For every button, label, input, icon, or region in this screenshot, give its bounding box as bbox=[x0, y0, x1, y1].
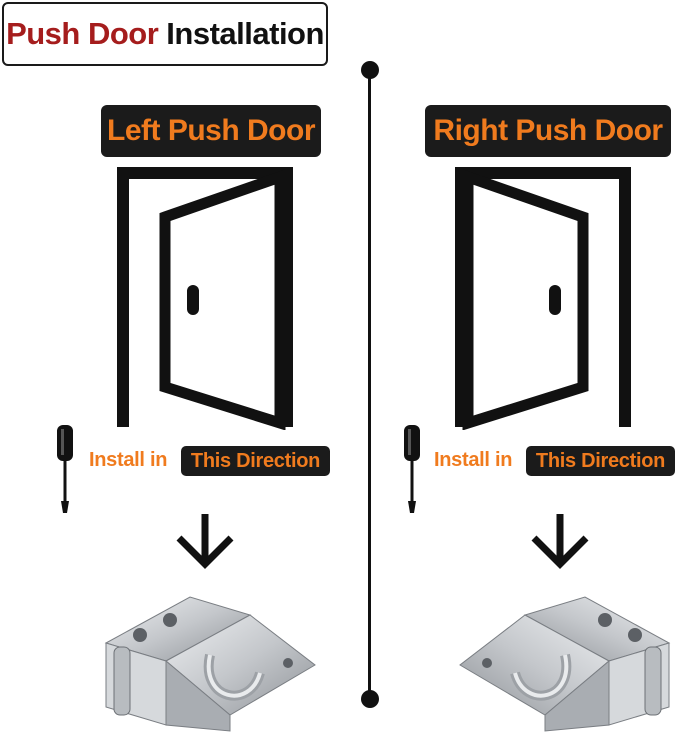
right-hasp-latch-image bbox=[459, 596, 671, 732]
right-screwdriver-icon bbox=[404, 425, 420, 513]
left-screwdriver-icon bbox=[57, 425, 73, 513]
left-install-direction-tag: This Direction bbox=[181, 446, 330, 476]
left-hasp-latch-image bbox=[104, 596, 316, 732]
divider-top-dot bbox=[361, 61, 379, 79]
right-door-icon bbox=[455, 167, 631, 430]
right-down-arrow-icon bbox=[531, 514, 589, 569]
page-title: Push Door Installation bbox=[2, 2, 328, 66]
left-push-door-label: Left Push Door bbox=[101, 105, 321, 157]
right-install-prefix: Install in bbox=[434, 449, 513, 471]
title-installation: Installation bbox=[166, 16, 324, 51]
left-door-icon bbox=[117, 167, 293, 430]
title-push-door: Push Door bbox=[6, 16, 159, 51]
right-install-direction-tag: This Direction bbox=[526, 446, 675, 476]
divider-bottom-dot bbox=[361, 690, 379, 708]
left-down-arrow-icon bbox=[176, 514, 234, 569]
left-install-prefix: Install in bbox=[89, 449, 168, 471]
right-push-door-label: Right Push Door bbox=[425, 105, 671, 157]
center-divider bbox=[368, 69, 371, 699]
